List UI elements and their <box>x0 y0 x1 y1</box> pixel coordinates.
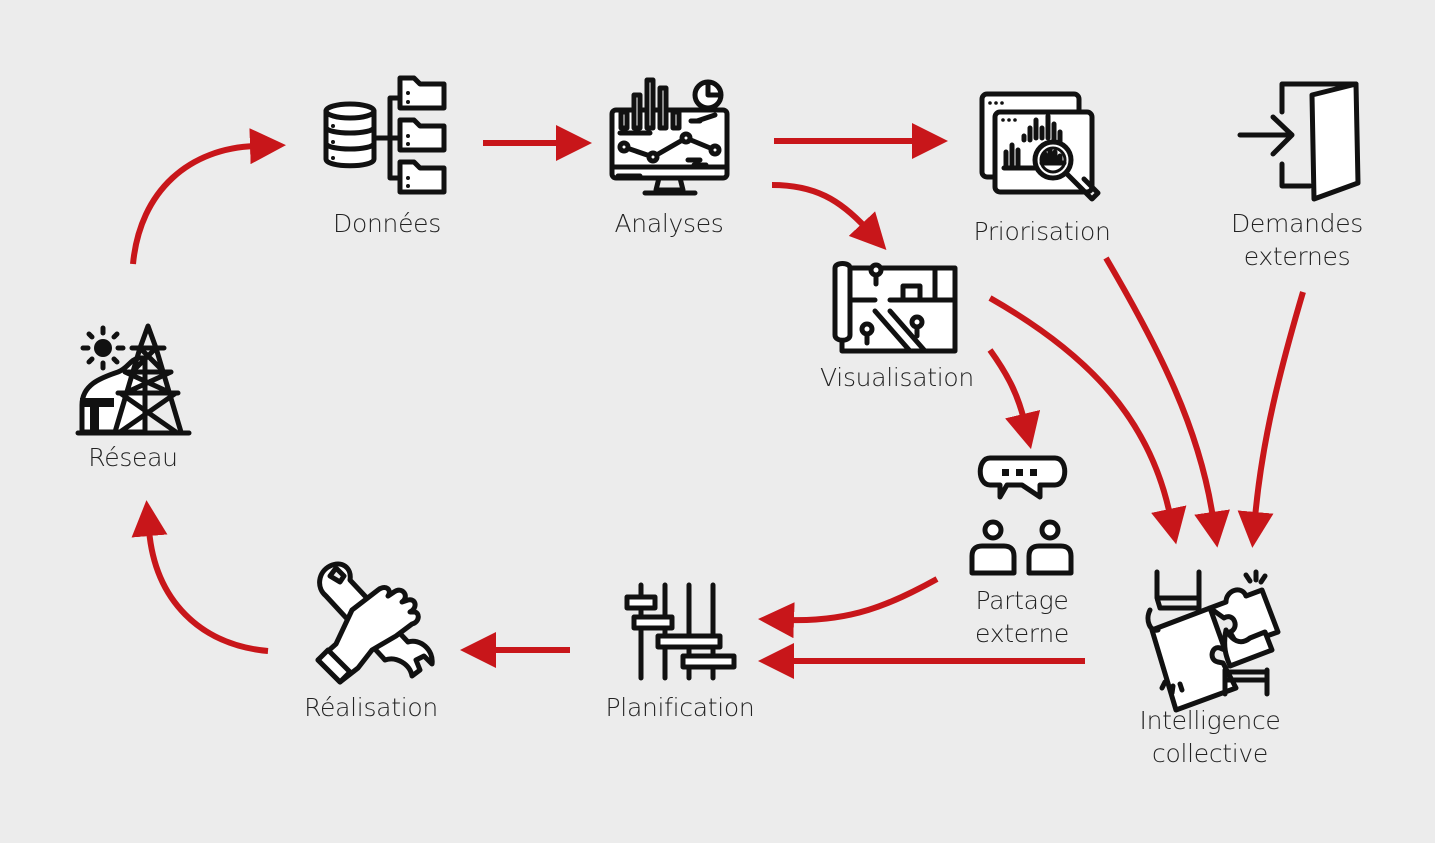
arrow-reseau-to-donnees <box>130 128 286 265</box>
door-enter-icon <box>1237 81 1361 202</box>
node-label-demandes-externes: Demandes externes <box>1231 207 1363 273</box>
node-label-partage-externe: Partage externe <box>975 584 1069 650</box>
arrow-priorisation-to-intelligence <box>1103 256 1230 548</box>
label-line: Réalisation <box>304 693 438 722</box>
arrow-demandes-to-intelligence <box>1237 291 1306 548</box>
label-line: collective <box>1152 739 1268 768</box>
node-label-intelligence-collective: Intelligence collective <box>1140 704 1281 770</box>
label-line: Analyses <box>614 209 724 238</box>
arrow-realisation-to-reseau <box>131 500 269 654</box>
magnify-chart-icon <box>979 91 1101 202</box>
node-label-planification: Planification <box>606 691 755 724</box>
power-tower-icon <box>75 323 192 436</box>
map-pins-icon <box>832 261 958 354</box>
gantt-icon <box>624 582 737 681</box>
label-line: Visualisation <box>820 363 974 392</box>
label-line: Réseau <box>88 443 178 472</box>
label-line: Priorisation <box>973 217 1111 246</box>
node-label-analyses: Analyses <box>614 207 723 240</box>
monitor-analytics-icon <box>609 77 730 196</box>
label-line: externe <box>975 619 1069 648</box>
puzzle-hands-icon <box>1145 569 1281 713</box>
label-line: Données <box>333 209 441 238</box>
node-label-reseau: Réseau <box>88 441 178 474</box>
node-label-realisation: Réalisation <box>304 691 438 724</box>
node-label-priorisation: Priorisation <box>973 215 1110 248</box>
arrow-partage-to-planification <box>758 576 939 639</box>
database-folders-icon <box>323 75 447 195</box>
label-line: Partage <box>975 586 1069 615</box>
node-label-visualisation: Visualisation <box>820 361 974 394</box>
arrow-visualisation-to-intelligence <box>988 295 1187 545</box>
arrow-analyses-to-visualisation <box>771 182 887 250</box>
arrow-visualisation-to-partage <box>987 348 1041 450</box>
node-label-donnees: Données <box>333 207 441 240</box>
label-line: Demandes <box>1230 209 1364 238</box>
label-line: externes <box>1243 242 1351 271</box>
people-chat-icon <box>969 455 1074 576</box>
label-line: Planification <box>605 693 755 722</box>
wrench-hand-icon <box>315 561 435 685</box>
label-line: Intelligence <box>1139 706 1281 735</box>
